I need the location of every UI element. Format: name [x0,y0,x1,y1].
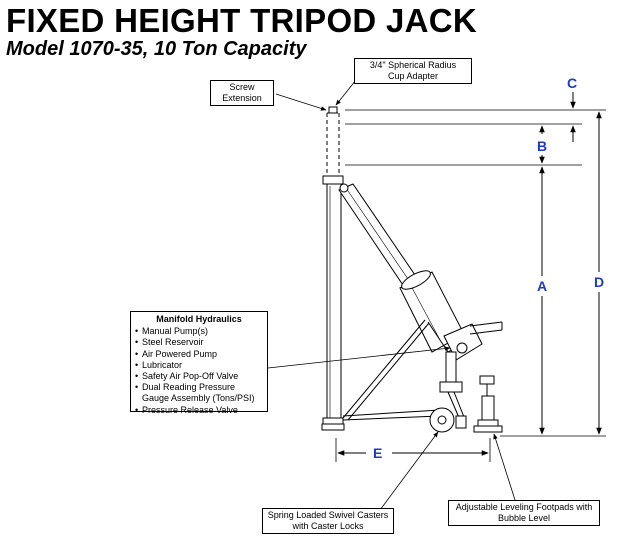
casters-callout: Spring Loaded Swivel Casters with Caster… [262,508,394,534]
manifold-heading: Manifold Hydraulics [156,314,242,324]
footpads-callout: Adjustable Leveling Footpads with Bubble… [448,500,600,526]
main-column [321,175,345,431]
list-item: Steel Reservoir [135,337,263,348]
pump-reservoir [399,270,503,361]
list-item: Manual Pump(s) [135,326,263,337]
callout-line: 3/4" Spherical Radius [369,60,457,70]
list-item: Air Powered Pump [135,349,263,360]
screw-extension [326,112,340,176]
page-title: FIXED HEIGHT TRIPOD JACK [6,2,478,39]
dimension-e-label: E [373,445,383,461]
caster-assembly [429,351,467,433]
dimension-arrows [337,92,602,456]
leader-lines [267,79,516,511]
list-item: Gauge Assembly (Tons/PSI) [142,393,255,404]
dimension-a-label: A [537,278,548,294]
callout-line: Adjustable Leveling Footpads with [455,502,593,512]
manifold-list: Manual Pump(s) Steel Reservoir Air Power… [135,326,263,416]
dimension-b-label: B [537,138,548,154]
list-item: Pressure Release Valve [135,405,263,416]
cup-adapter [328,106,338,114]
callout-line: Spring Loaded Swivel Casters [267,510,389,520]
leveling-footpad [473,375,503,433]
page-subtitle: Model 1070-35, 10 Ton Capacity [6,38,307,60]
callout-line: Cup Adapter [387,71,439,81]
manifold-hydraulics-box: Manifold Hydraulics Manual Pump(s) Steel… [130,311,268,416]
list-item: Dual Reading Pressure [135,382,263,393]
callout-line: Bubble Level [497,513,551,523]
callout-line: Screw [229,82,255,92]
list-item: Safety Air Pop-Off Valve [135,371,263,382]
callout-line: with Caster Locks [292,521,364,531]
list-item: Lubricator [135,360,263,371]
reference-lines [335,109,606,462]
screw-extension-callout: Screw Extension [210,80,274,106]
callout-line: Extension [222,93,262,103]
cup-adapter-callout: 3/4" Spherical Radius Cup Adapter [354,58,472,84]
dimension-c-label: C [567,75,578,91]
bracing-struts [342,319,449,421]
dimension-d-label: D [594,274,605,290]
